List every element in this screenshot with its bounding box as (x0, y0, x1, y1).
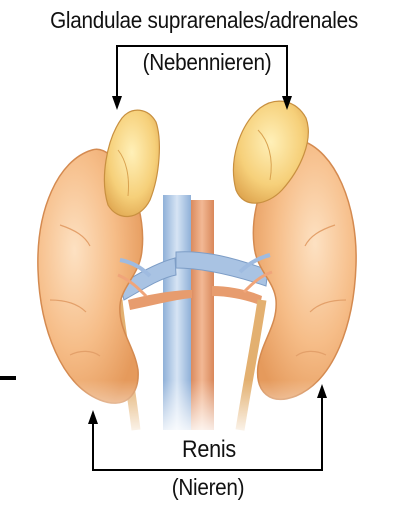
left-adrenal-gland (104, 110, 159, 216)
edge-mark (0, 376, 16, 380)
bottom-fade (0, 380, 396, 440)
kidney-sublabel: (Nieren) (30, 474, 386, 501)
right-renal-artery (212, 286, 262, 305)
adrenal-pointer-lines (117, 46, 287, 100)
left-adrenal-arrow-icon (112, 96, 122, 110)
kidney-label: Renis (31, 436, 387, 464)
